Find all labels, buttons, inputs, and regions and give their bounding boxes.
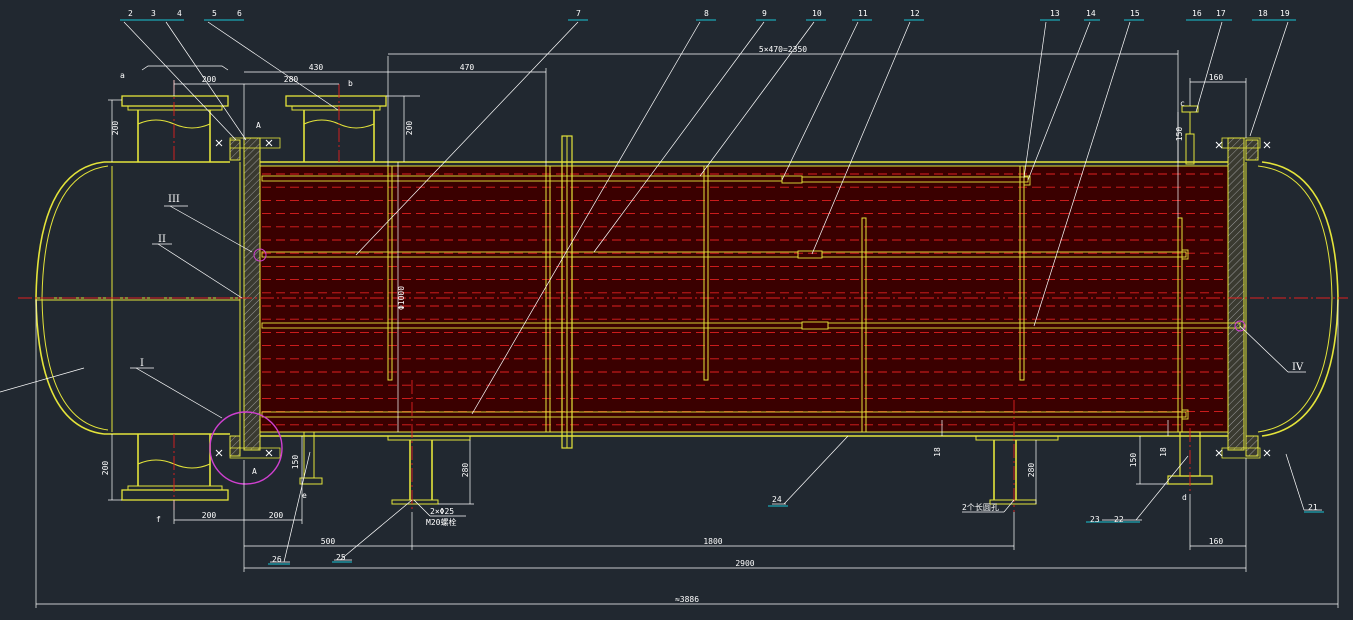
part-label-6: 6 [237, 9, 242, 18]
dim-200-lower-left-v: 200 [101, 461, 110, 476]
dim-150-d-v: 150 [1129, 453, 1138, 468]
section-mark-iii: III [168, 194, 180, 205]
part-label-12: 12 [910, 9, 920, 18]
part-label-19: 19 [1280, 9, 1290, 18]
note-bolt-holes: 2×Φ25 [430, 507, 454, 516]
nozzle-letter-c: c [1180, 99, 1185, 108]
part-label-26: 26 [272, 555, 282, 564]
left-flange-bottom [229, 435, 241, 457]
section-mark-i: I [140, 358, 144, 369]
tube-sheets [229, 137, 1261, 459]
dim-diameter-1000-v: Φ1000 [397, 286, 406, 310]
section-mark-iv: IV [1292, 362, 1304, 373]
dim-280-saddle2-v: 280 [1027, 463, 1036, 478]
part-label-3: 3 [151, 9, 156, 18]
leader-lines [0, 21, 1322, 563]
dim-overall: ≈3886 [675, 595, 699, 604]
part-label-25: 25 [336, 553, 346, 562]
dim-1800: 1800 [703, 537, 722, 546]
part-label-21: 21 [1308, 503, 1318, 512]
nozzle-b [285, 84, 387, 162]
nozzle-letter-f: f [156, 515, 161, 524]
dim-280-top: 280 [284, 75, 299, 84]
nozzle-e [299, 431, 323, 485]
nozzle-letter-d: d [1182, 493, 1187, 502]
nozzle-letter-a: a [120, 71, 125, 80]
nozzle-letter-e: e [302, 491, 307, 500]
section-mark-ii: II [158, 234, 166, 245]
detail-a-circle [209, 411, 283, 485]
left-tube-sheet [243, 137, 261, 451]
part-label-23: 23 [1090, 515, 1100, 524]
nozzle-d [1167, 428, 1213, 494]
part-label-22: 22 [1114, 515, 1124, 524]
dim-18-mid-v: 18 [933, 447, 942, 457]
nozzle-letter-b: b [348, 79, 353, 88]
dim-200-left-v: 200 [111, 121, 120, 136]
dim-200-top: 200 [202, 75, 217, 84]
dim-150-e-v: 150 [291, 455, 300, 470]
dim-160-bottom: 160 [1209, 537, 1224, 546]
note-slot-holes: 2个长圆孔 [962, 502, 999, 512]
part-label-8: 8 [704, 9, 709, 18]
dim-200-bottom-left: 200 [202, 511, 217, 520]
dimension-texts: 200 280 430 470 5×470=2350 160 160 200 2… [101, 45, 1223, 604]
right-channel-head [1257, 161, 1339, 437]
dim-18-d-v: 18 [1159, 447, 1168, 457]
right-tube-sheet [1227, 137, 1245, 451]
part-label-11: 11 [858, 9, 868, 18]
nozzle-c [1181, 105, 1199, 165]
dim-160-top: 160 [1209, 73, 1224, 82]
dim-200-bottom-mid: 200 [269, 511, 284, 520]
bolt-markers [215, 139, 1271, 457]
part-label-10: 10 [812, 9, 822, 18]
dim-2900: 2900 [735, 559, 754, 568]
part-label-9: 9 [762, 9, 767, 18]
part-number-underlines [120, 19, 1324, 565]
part-label-15: 15 [1130, 9, 1140, 18]
nozzle-a [121, 65, 229, 162]
part-label-4: 4 [177, 9, 182, 18]
section-marks: III II I IV [140, 194, 1304, 373]
dim-baffle-pitch: 5×470=2350 [759, 45, 807, 54]
part-label-5: 5 [212, 9, 217, 18]
part-label-16: 16 [1192, 9, 1202, 18]
dim-430: 430 [309, 63, 324, 72]
note-anchor-bolt: M20螺栓 [426, 517, 456, 527]
part-label-13: 13 [1050, 9, 1060, 18]
detail-iii-circle [253, 248, 267, 262]
saddle-right [975, 400, 1059, 512]
dim-500: 500 [321, 537, 336, 546]
part-label-17: 17 [1216, 9, 1226, 18]
part-number-labels: 2 3 4 5 6 7 8 9 10 11 12 13 14 15 16 17 … [128, 9, 1318, 564]
part-label-24: 24 [772, 495, 782, 504]
dim-200-nozzle-v: 200 [405, 121, 414, 136]
right-flange [1245, 139, 1259, 161]
dimension-lines [35, 50, 1339, 608]
part-label-18: 18 [1258, 9, 1268, 18]
tubes [262, 173, 1226, 426]
left-flange [229, 139, 241, 161]
part-label-2: 2 [128, 9, 133, 18]
saddle-left [387, 380, 471, 512]
detail-letter-a-bottom: A [252, 467, 257, 476]
notes: 2×Φ25 M20螺栓 2个长圆孔 [426, 502, 999, 527]
dim-280-saddle1-v: 280 [461, 463, 470, 478]
part-label-7: 7 [576, 9, 581, 18]
detail-letter-a-top: A [256, 121, 261, 130]
right-flange-bottom [1245, 435, 1259, 457]
dim-150-right-v: 150 [1175, 127, 1184, 142]
dim-470: 470 [460, 63, 475, 72]
nozzle-f [121, 434, 229, 510]
part-label-14: 14 [1086, 9, 1096, 18]
tie-rods [261, 175, 1241, 420]
detail-iv-circle [1234, 320, 1246, 332]
tube-bundle-region [258, 166, 1228, 432]
nozzle-letters: a b c d e f A A [120, 71, 1187, 524]
